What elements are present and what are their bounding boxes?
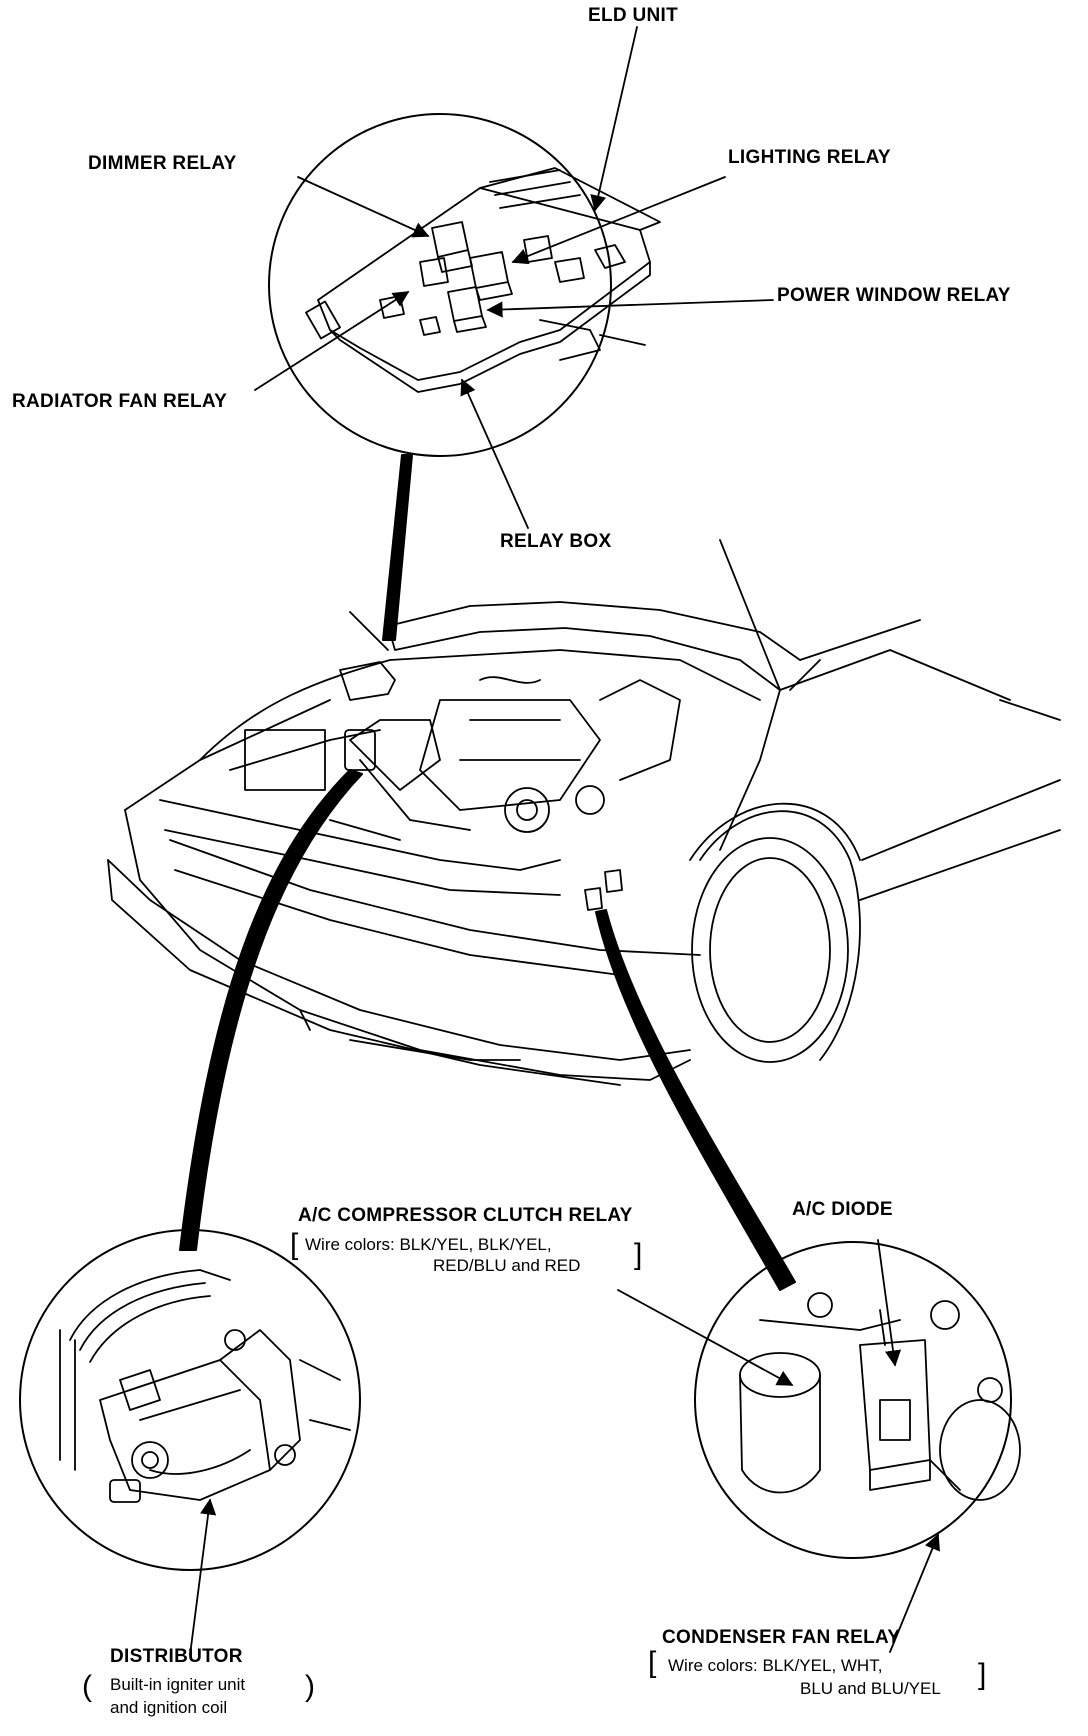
relay-box-connector [382, 454, 413, 641]
distributor-paren-left: ( [82, 1670, 92, 1703]
condenser-wire-colors-line1: Wire colors: BLK/YEL, WHT, [668, 1656, 883, 1675]
relay-box-detail-circle [268, 113, 661, 641]
ac-diode-label: A/C DIODE [792, 1199, 893, 1220]
condenser-connector [595, 909, 796, 1291]
ac-compressor-wire-colors-line2: RED/BLU and RED [433, 1256, 581, 1275]
lower-leaders [189, 1239, 940, 1656]
ac-compressor-clutch-relay-label: A/C COMPRESSOR CLUTCH RELAY [298, 1205, 633, 1226]
ac-compressor-bracket-left: [ [290, 1228, 299, 1261]
ac-compressor-wire-colors-line1: Wire colors: BLK/YEL, BLK/YEL, [305, 1235, 552, 1254]
condenser-illustration [739, 1292, 1021, 1501]
condenser-bracket-right: ] [978, 1658, 987, 1691]
radiator-fan-relay-label: RADIATOR FAN RELAY [12, 391, 228, 412]
condenser-fan-relay-label: CONDENSER FAN RELAY [662, 1627, 901, 1648]
distributor-note-line1: Built-in igniter unit [110, 1675, 246, 1694]
power-window-relay-label: POWER WINDOW RELAY [777, 285, 1011, 306]
distributor-label: DISTRIBUTOR [110, 1646, 243, 1667]
distributor-connector [179, 769, 363, 1251]
condenser-wire-colors-line2: BLU and BLU/YEL [800, 1679, 941, 1698]
lighting-relay-label: LIGHTING RELAY [728, 147, 891, 168]
eld-unit-label: ELD UNIT [588, 5, 679, 26]
car-illustration [107, 539, 1061, 1086]
distributor-illustration [59, 1269, 351, 1503]
distributor-note-line2: and ignition coil [110, 1698, 228, 1717]
ac-compressor-bracket-right: ] [634, 1238, 643, 1271]
condenser-bracket-left: [ [648, 1646, 657, 1679]
relay-box-leaders [254, 26, 774, 529]
condenser-detail-circle [694, 1241, 1021, 1559]
dimmer-relay-label: DIMMER RELAY [88, 153, 237, 174]
relay-box-illustration [305, 167, 661, 393]
relay-box-label: RELAY BOX [500, 531, 612, 552]
distributor-detail-circle [19, 1229, 361, 1571]
distributor-paren-right: ) [305, 1670, 315, 1703]
